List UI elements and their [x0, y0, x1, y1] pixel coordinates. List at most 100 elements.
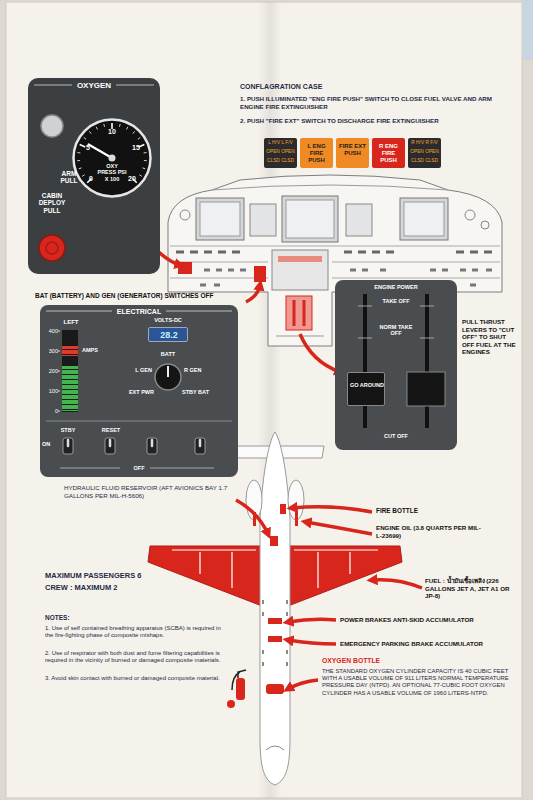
panel-text: CUT OFF	[371, 433, 421, 439]
left-wing	[148, 546, 262, 606]
fuselage	[260, 432, 290, 785]
callout-arrow	[288, 619, 336, 622]
panel-text: NORM TAKE OFF	[375, 324, 417, 337]
gauge-tick	[144, 160, 147, 161]
callout-arrow	[300, 334, 340, 372]
panel-text: 10	[103, 128, 121, 136]
panel-text: VOLTS-DC	[144, 317, 192, 323]
panel-text: L H/V L F/V	[265, 140, 296, 146]
callout-text: 1. PUSH ILLUMINATED "ENG FIRE PUSH" SWIT…	[240, 95, 512, 110]
panel-switches	[176, 251, 492, 254]
hydraulic-reservoir-mark	[270, 536, 278, 546]
display-screen	[346, 204, 372, 236]
annunciator-button: R H/V R F/V OPEN OPEN CLSD CLSD	[408, 138, 441, 168]
callout-arrow	[246, 285, 260, 302]
gauge-tick	[138, 137, 140, 139]
gauge-tick	[144, 152, 147, 153]
fire-bottle-mark	[280, 504, 286, 514]
callout-text: PULL THRUST LEVERS TO "CUT OFF" TO SHUT …	[462, 318, 518, 356]
panel-text: OPEN OPEN	[265, 149, 296, 155]
panel-text: 400	[40, 328, 58, 334]
panel-text: OFF	[124, 465, 154, 471]
panel-text: 0	[84, 175, 98, 183]
display-screen	[250, 204, 276, 236]
panel-text: CABIN DEPLOY PULL	[34, 192, 70, 214]
oxygen-bottle-mark	[266, 684, 284, 694]
panel-text: ELECTRICAL	[40, 308, 238, 316]
panel-text: 28.2	[149, 330, 189, 340]
engine-oil-mark	[295, 512, 298, 526]
callout-text: FUEL : น้ำมันเชื้อเพลิง (226 GALLONS JET…	[425, 577, 520, 600]
panel-text: 15	[127, 144, 145, 152]
voltage-display: 28.2	[148, 327, 188, 342]
extinguisher-icon	[236, 678, 245, 700]
fire-extinguisher-button: FIRE EXT PUSH	[336, 138, 369, 168]
display-screen	[286, 200, 334, 238]
windshield	[266, 746, 284, 750]
gauge-needle	[89, 145, 112, 159]
display-screen	[400, 198, 448, 240]
right-wing	[288, 546, 402, 606]
cabin-windows	[263, 600, 287, 666]
brake-accumulator-mark	[268, 618, 282, 624]
panel-text: 20	[123, 175, 141, 183]
panel-text: L GEN	[118, 367, 152, 373]
callout-text: HYDRAULIC FLUID RESERVOIR (AFT AVIONICS …	[64, 484, 244, 499]
thrust-lever-highlight	[286, 296, 312, 330]
panel-text: ENGINE POWER	[335, 284, 457, 290]
display-screen	[404, 202, 444, 236]
gauge-tick	[77, 160, 80, 161]
panel-text: CLSD CLSD	[265, 158, 296, 164]
note-text: 3. Avoid skin contact with burned or dam…	[45, 675, 223, 682]
display-screen	[200, 202, 240, 236]
note-text: 1. Use of self contained breathing appar…	[45, 625, 223, 640]
note-text: 2. Use of respirator with both dust and …	[45, 650, 223, 665]
callout-arrow	[236, 500, 268, 534]
panel-knob	[481, 221, 489, 229]
gauge-tick	[127, 127, 128, 130]
annunciator-button: L H/V L F/V OPEN OPEN CLSD CLSD	[264, 138, 297, 168]
note-text: NOTES:	[45, 614, 145, 622]
engine-fire-button: L ENG FIRE PUSH	[300, 138, 333, 168]
go-around-button: GO AROUND	[347, 372, 385, 406]
parking-brake-mark	[268, 636, 282, 642]
gauge-hub	[109, 155, 116, 162]
panel-text: OPEN OPEN	[409, 149, 440, 155]
gauge-dial	[74, 120, 151, 197]
pedestal-highlight	[278, 256, 322, 262]
panel-text: R GEN	[184, 367, 220, 373]
panel-text: AMPS	[82, 347, 108, 353]
glareshield	[212, 185, 448, 190]
engine-fire-button: R ENG FIRE PUSH	[372, 138, 405, 168]
display-screen	[196, 198, 244, 240]
panel-text: 200	[40, 368, 58, 374]
callout-text: FIRE BOTTLE	[376, 507, 476, 515]
oxygen-pressure-gauge: 0 5 10 15 20OXY PRESS PSI X 100	[72, 118, 152, 198]
panel-text: CLSD CLSD	[409, 158, 440, 164]
gauge-tick	[103, 124, 105, 127]
panel-text: ARM PULL	[58, 170, 80, 185]
callout-text: 2. PUSH "FIRE EXT" SWITCH TO DISCHARGE F…	[240, 117, 512, 125]
panel-text: RESET	[94, 427, 128, 433]
callout-arrow	[288, 680, 318, 689]
panel-text: 100	[40, 388, 58, 394]
panel-text: 5	[81, 144, 95, 152]
panel-text: 300	[40, 348, 58, 354]
callout-arrow	[372, 580, 422, 588]
background-object	[522, 0, 533, 60]
callout-text: ENGINE OIL (3.8 QUARTS PER MIL-L-23699)	[376, 524, 486, 539]
card	[6, 2, 522, 798]
panel-text: EXT PWR	[110, 389, 154, 395]
panel-text: LEFT	[56, 319, 86, 326]
panel-text: R ENG FIRE PUSH	[374, 143, 403, 164]
gauge-tick	[142, 167, 145, 169]
gauge-tick	[84, 137, 86, 139]
pedestal-panel	[272, 250, 328, 290]
panel-text: R H/V R F/V	[409, 140, 440, 146]
electrical-highlight	[254, 266, 266, 282]
thrust-lever	[294, 300, 304, 326]
panel-text: OXY PRESS PSI X 100	[97, 163, 127, 182]
gauge-tick	[96, 127, 97, 130]
